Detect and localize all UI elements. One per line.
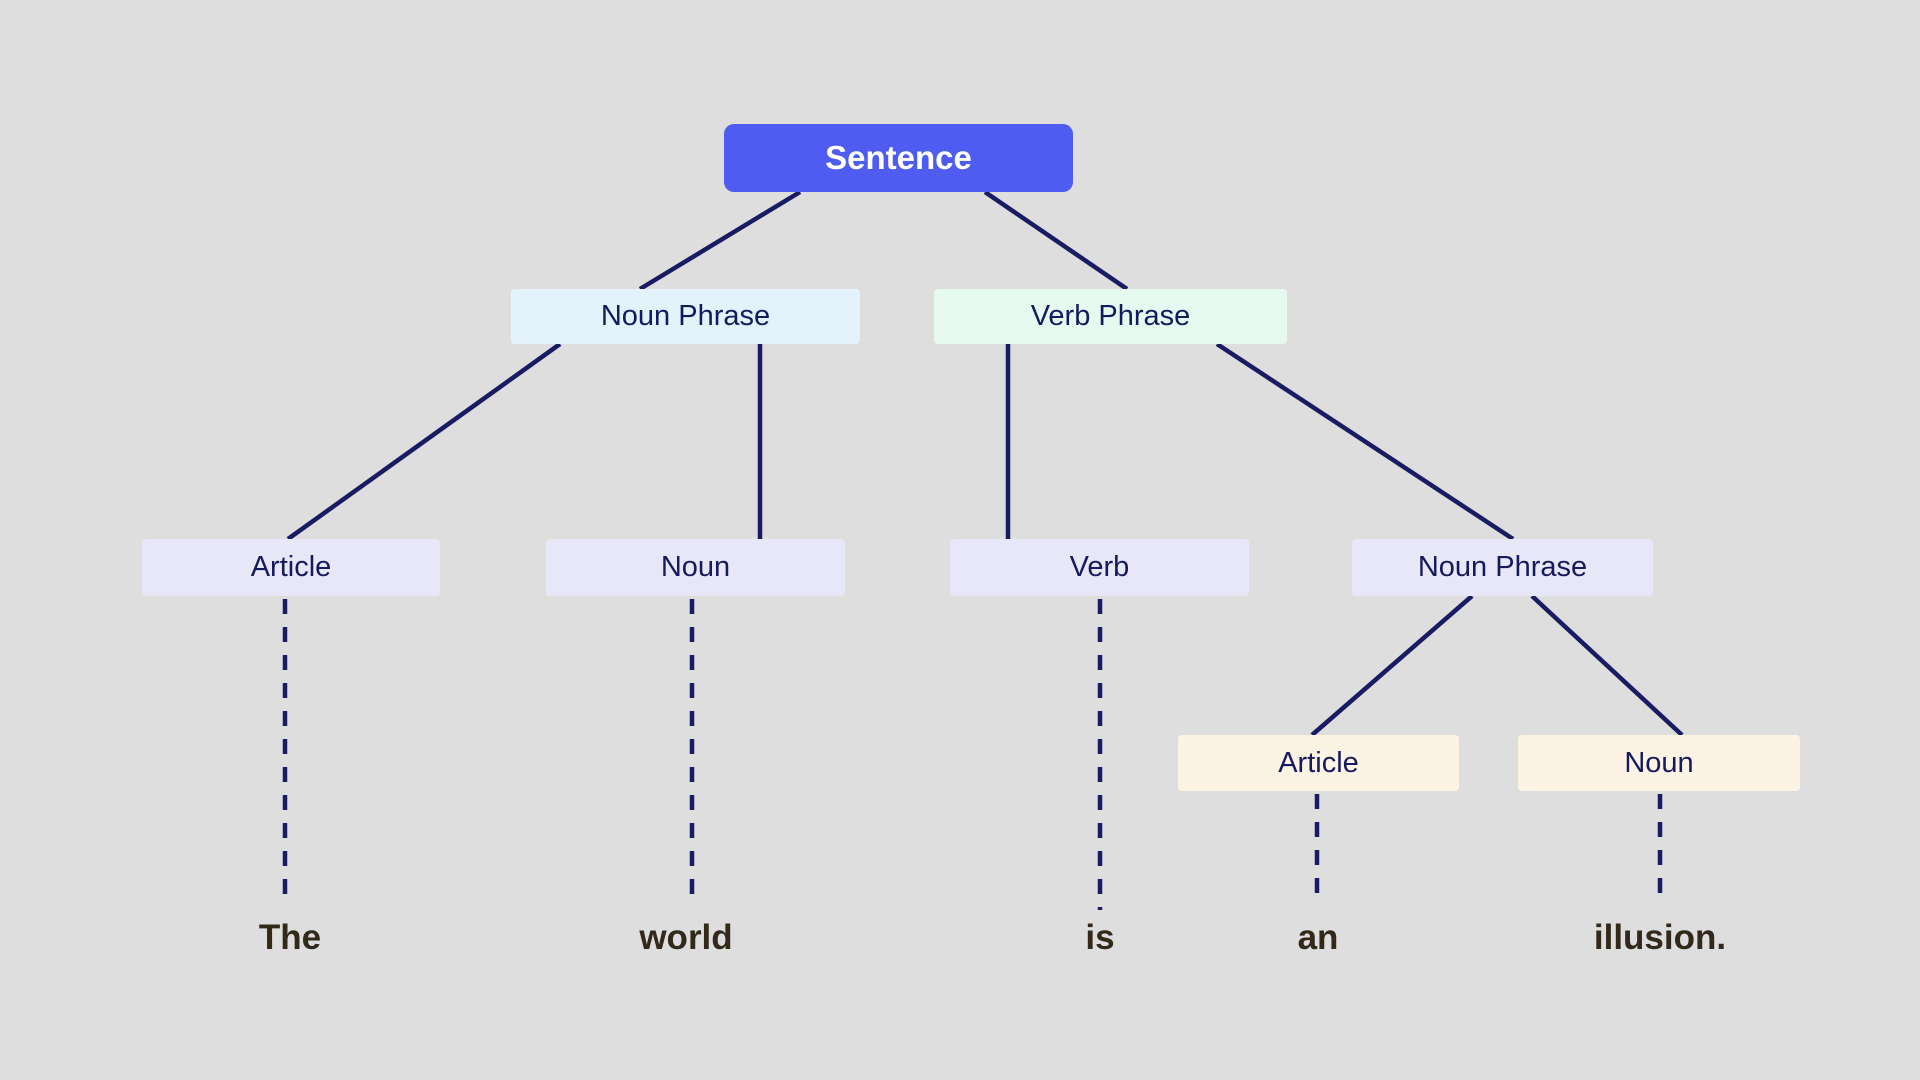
word-world: world (639, 918, 733, 957)
node-article: Article (142, 539, 440, 596)
edge-sentence-verb-phrase (983, 190, 1129, 291)
edge-noun-phrase2-noun (1530, 594, 1684, 737)
node-article-2: Article (1178, 735, 1459, 791)
word-an: an (1297, 918, 1339, 957)
node-noun-2: Noun (1518, 735, 1800, 791)
node-noun: Noun (546, 539, 845, 596)
edge-noun-phrase2-article (1310, 594, 1474, 737)
node-noun-phrase: Noun Phrase (511, 289, 860, 344)
edge-sentence-noun-phrase (638, 190, 802, 291)
node-sentence: Sentence (724, 124, 1073, 192)
word-illusion: illusion. (1593, 918, 1727, 957)
node-noun-phrase-2: Noun Phrase (1352, 539, 1653, 596)
word-the: The (258, 918, 322, 957)
node-verb: Verb (950, 539, 1249, 596)
node-verb-phrase: Verb Phrase (934, 289, 1287, 344)
word-is: is (1085, 918, 1115, 957)
edge-verb-phrase-noun-phrase (1215, 342, 1515, 541)
edge-noun-phrase-article (286, 342, 562, 541)
